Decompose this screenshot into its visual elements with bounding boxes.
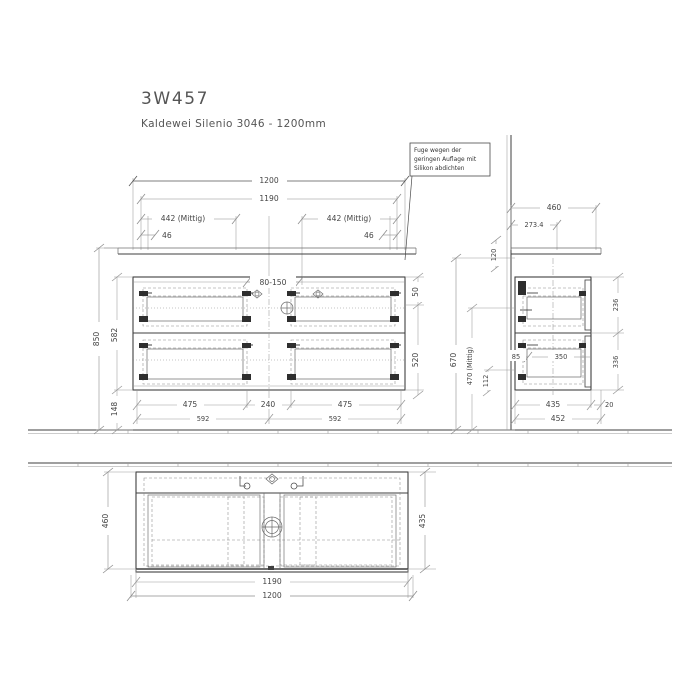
dim-side-lower: 336 [611,333,624,395]
plan-fittings [239,473,304,570]
dim-442-right: 442 (Mittig) [327,214,371,223]
side-view: 460 273.4 120 [449,135,624,435]
dim-670: 670 [449,353,458,368]
dim-side-offset: 273.4 [506,219,562,231]
dim-1200-front-top: 1200 [259,176,278,185]
dim-front-cabinet-height: 582 [110,272,123,395]
dim-435: 435 [546,400,561,409]
dim-240: 240 [261,400,276,409]
dim-plan-inner-width: 1190 [131,575,413,588]
dim-front-right-edge: 46 [364,229,402,241]
dim-46-right: 46 [364,231,374,240]
front-lower-runners [139,343,399,380]
callout-line-1: Fuge wegen der [414,148,462,154]
dim-236: 236 [612,299,620,312]
dim-850: 850 [92,332,101,347]
dim-front-span-left: 592 [132,413,274,425]
dim-460-side: 460 [547,203,562,212]
dim-front-inner: 1190 [136,192,402,205]
side-countertop [511,247,602,255]
dim-120: 120 [490,249,498,262]
dim-front-plinth: 148 [110,390,123,435]
dim-front-top-gap: 50 [411,272,424,310]
dim-front-right-center: 442 (Mittig) [297,212,402,225]
dim-side-center: 470 (Mittig) [465,303,478,435]
dim-50: 50 [411,287,420,297]
callout-line-2: geringen Auflage mit [414,157,477,163]
dim-80-150: 80-150 [260,278,287,287]
dim-460-plan: 460 [101,514,110,529]
dim-side-height: 670 [449,253,462,435]
dim-1190-front-top: 1190 [259,194,278,203]
dim-plan-inner-depth: 435 [418,467,431,574]
front-upper-drawer-internals [142,287,396,327]
dim-592-left: 592 [197,415,210,423]
callout-line-3: Silikon abdichten [414,166,465,172]
dim-side-inner: 85 350 [508,350,590,363]
dim-435-plan: 435 [418,514,427,529]
dim-side-riser: 120 [489,235,502,273]
front-elevation: 1200 1190 442 (Mittig) 442 (Mittig) [92,174,424,435]
dim-side-total-depth: 452 [510,412,606,425]
dim-side-depth: 460 [506,201,601,214]
dim-592-right: 592 [329,415,342,423]
front-waste-symbols [133,289,405,361]
dim-side-edge: 20 [594,399,613,411]
page-title: 3W457 [141,89,209,109]
callout-annotation: Fuge wegen der geringen Auflage mit Sili… [404,142,491,261]
dim-475-left: 475 [183,400,198,409]
front-lower-drawer-internals [142,339,396,385]
dim-520: 520 [411,353,420,368]
plan-view: 460 435 1190 [101,467,436,602]
dim-350: 350 [555,353,568,361]
dim-46-left: 46 [162,231,172,240]
dim-front-drawer-right: 475 [291,398,406,411]
dim-148: 148 [110,402,119,417]
dim-front-body-height: 520 [411,305,424,400]
dim-470-mittig: 470 (Mittig) [466,347,474,386]
dim-1190-plan: 1190 [262,577,281,586]
dim-plan-depth: 460 [101,467,114,574]
note-80-150: 80-150 [242,276,304,288]
callout-leader-line [404,175,413,261]
dim-front-left-edge: 46 [136,229,172,241]
dim-442-left: 442 (Mittig) [161,214,205,223]
dim-front-span-right: 592 [269,413,406,425]
dim-85: 85 [512,353,520,361]
dim-front-overall: 1200 [128,174,410,187]
dim-front-total-height: 850 [92,243,105,435]
dim-273-4: 273.4 [525,221,544,229]
reference-line-upper [28,429,672,434]
dim-112: 112 [482,375,490,388]
dim-front-left-center: 442 (Mittig) [136,212,241,225]
front-countertop [104,247,417,255]
dim-452: 452 [551,414,566,423]
front-upper-runners [139,291,399,322]
page-subtitle: Kaldewei Silenio 3046 - 1200mm [141,118,326,130]
dim-20: 20 [605,401,613,409]
reference-line-lower [28,462,672,467]
dim-582: 582 [110,328,119,343]
dim-475-right: 475 [338,400,353,409]
plan-basin-outline [135,471,409,573]
dim-front-middle: 240 [247,398,296,411]
dim-side-small: 112 [481,365,494,397]
dim-1200-plan: 1200 [262,591,281,600]
dim-front-drawer-left: 475 [132,398,252,411]
dim-side-body-depth: 435 [510,398,596,411]
dim-336: 336 [612,356,620,369]
dim-plan-outer-width: 1200 [126,589,418,602]
dim-side-upper: 236 [611,272,624,338]
